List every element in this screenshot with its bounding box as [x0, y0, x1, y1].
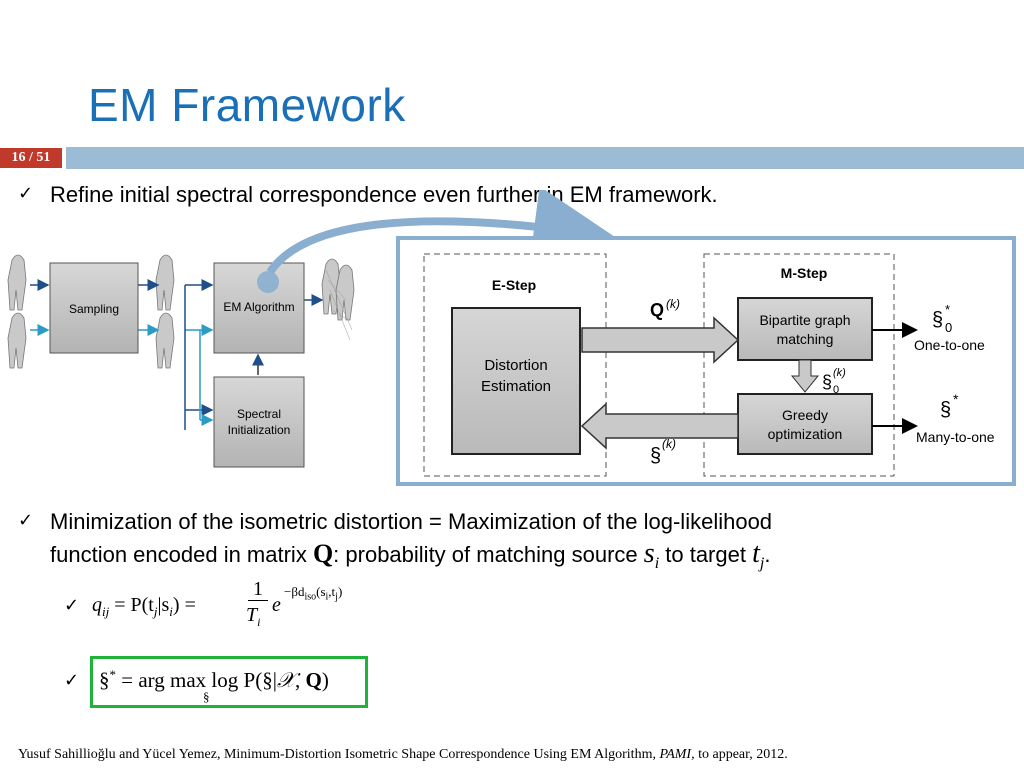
- matrix-q: Q: [312, 539, 334, 568]
- callout-arrow: [266, 190, 614, 275]
- distortion-label-1: Distortion: [484, 357, 547, 374]
- s0-label: §: [822, 372, 832, 392]
- bipartite-box: [737, 297, 873, 361]
- check-icon: ✓: [18, 183, 34, 204]
- q-label: Q: [650, 300, 664, 320]
- check-icon: ✓: [18, 510, 34, 531]
- greedy-label-2: optimization: [768, 426, 843, 442]
- callout-dot: [257, 271, 279, 293]
- bullet-line-1: Minimization of the isometric distortion…: [50, 509, 773, 534]
- q-sup: (k): [666, 297, 680, 311]
- s0star-label: §: [932, 309, 943, 331]
- greedy-box: [737, 393, 873, 455]
- s0-sub: 0: [833, 384, 839, 396]
- sampling-box: [49, 262, 139, 354]
- spectral-label-2: Initialization: [228, 423, 291, 437]
- check-icon: ✓: [64, 670, 80, 691]
- title-rule: [66, 147, 1024, 169]
- em-steps-diagram: E-Step Distortion Estimation M-Step Bipa…: [396, 236, 1016, 486]
- citation: Yusuf Sahillioğlu and Yücel Yemez, Minim…: [18, 747, 788, 762]
- spectral-label-1: Spectral: [237, 407, 281, 421]
- bullet-minimization: Minimization of the isometric distortion…: [50, 506, 1010, 580]
- spectral-init-box: [213, 376, 305, 468]
- greedy-label-1: Greedy: [782, 407, 828, 423]
- shape-figure-icon: [7, 254, 355, 369]
- source-var: s: [643, 538, 655, 569]
- bipartite-label-2: matching: [777, 331, 834, 347]
- m-step-label: M-Step: [781, 265, 828, 281]
- s-sup: (k): [662, 437, 676, 451]
- bullet-line-2: function encoded in matrix Q: probabilit…: [50, 538, 771, 572]
- check-icon: ✓: [64, 595, 80, 616]
- one-to-one-label: One-to-one: [914, 337, 985, 353]
- bipartite-label-1: Bipartite graph: [759, 312, 850, 328]
- s0star-sub: 0: [945, 320, 952, 335]
- slide-title: EM Framework: [88, 79, 406, 131]
- e-step-label: E-Step: [492, 277, 536, 293]
- s-label: §: [650, 445, 661, 467]
- pipeline-diagram: Sampling EM Algorithm Spectral Initializ…: [7, 254, 355, 468]
- distortion-label-2: Estimation: [481, 378, 551, 395]
- distortion-box: [451, 307, 581, 455]
- s0-sup: (k): [833, 367, 846, 379]
- many-to-one-label: Many-to-one: [916, 429, 995, 445]
- sstar-sup: *: [953, 391, 959, 407]
- sstar-label: §: [940, 399, 951, 421]
- target-var: t: [752, 538, 760, 569]
- s-arrow: [580, 402, 739, 450]
- s0star-sup: *: [945, 302, 950, 317]
- sampling-label: Sampling: [69, 302, 119, 316]
- page-number: 16 / 51: [0, 148, 62, 168]
- q-arrow: [581, 316, 740, 364]
- argmax-formula-box: §* = arg max log P(§|𝒳, Q) §: [90, 656, 368, 708]
- em-algorithm-label: EM Algorithm: [223, 300, 294, 314]
- down-arrow: [790, 359, 820, 393]
